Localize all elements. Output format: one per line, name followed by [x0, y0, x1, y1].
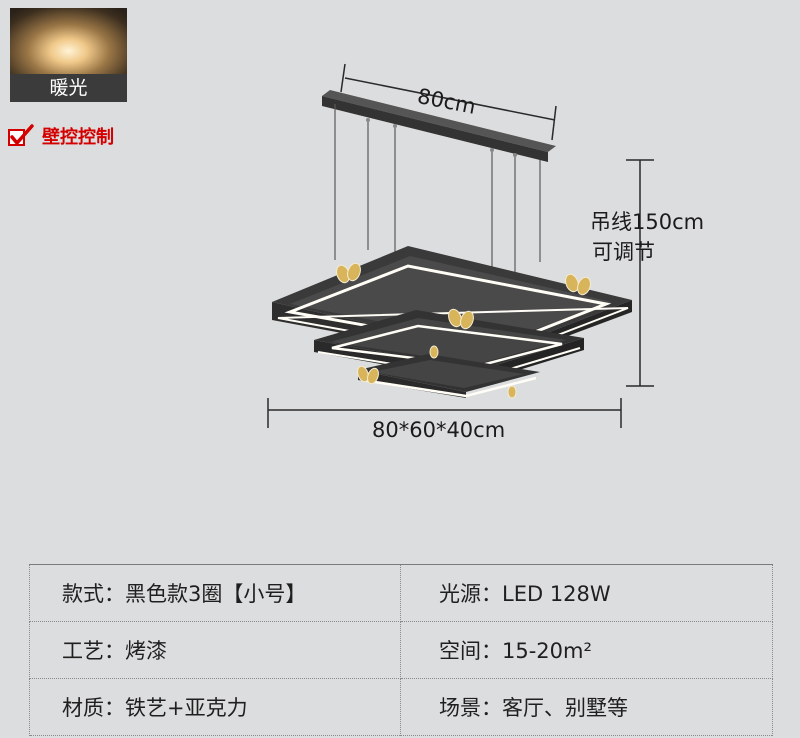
- table-row: 款式：黑色款3圈【小号】 光源：LED 128W: [29, 564, 773, 622]
- spec-light-source-cell: 光源：LED 128W: [400, 564, 773, 622]
- checkbox-check-icon: [8, 124, 34, 146]
- top-width-dimension: [340, 63, 557, 141]
- spec-value: LED 128W: [502, 582, 611, 606]
- height-dimension: [626, 159, 654, 387]
- spec-label: 光源：: [439, 582, 502, 606]
- ring-size-label: 80*60*40cm: [372, 418, 506, 442]
- spec-craft-cell: 工艺：烤漆: [29, 621, 401, 679]
- adjustable-label: 可调节: [592, 240, 655, 264]
- chandelier-illustration: [267, 63, 654, 428]
- spec-space-cell: 空间：15-20m²: [400, 621, 773, 679]
- cable-length-label: 吊线150cm: [590, 210, 705, 234]
- ring-small: [358, 354, 540, 398]
- wall-control-label: 壁控控制: [42, 127, 114, 148]
- spec-value: 客厅、别墅等: [502, 696, 628, 720]
- spec-table: 款式：黑色款3圈【小号】 光源：LED 128W 工艺：烤漆 空间：15-20m…: [29, 564, 773, 736]
- spec-label: 材质：: [62, 696, 125, 720]
- spec-value: 铁艺+亚克力: [125, 696, 248, 720]
- spec-label: 空间：: [439, 639, 502, 663]
- spec-label: 工艺：: [62, 639, 125, 663]
- spec-label: 款式：: [62, 582, 125, 606]
- spec-value: 烤漆: [125, 639, 167, 663]
- wall-control-badge: 壁控控制: [8, 124, 114, 148]
- warm-light-label: 暖光: [10, 74, 127, 102]
- spec-label: 场景：: [439, 696, 502, 720]
- table-row: 材质：铁艺+亚克力 场景：客厅、别墅等: [29, 678, 773, 736]
- ceiling-canopy: [322, 90, 556, 162]
- bottom-width-dimension: [267, 398, 622, 428]
- spec-style-cell: 款式：黑色款3圈【小号】: [29, 564, 401, 622]
- butterfly-ornaments: [336, 262, 591, 399]
- spec-material-cell: 材质：铁艺+亚克力: [29, 678, 401, 736]
- ring-medium: [314, 310, 584, 382]
- spec-scene-cell: 场景：客厅、别墅等: [400, 678, 773, 736]
- warm-light-glow: [10, 8, 127, 74]
- warm-light-swatch: 暖光: [10, 8, 127, 102]
- spec-value: 15-20m²: [502, 639, 592, 663]
- spec-value: 黑色款3圈【小号】: [125, 582, 307, 606]
- table-row: 工艺：烤漆 空间：15-20m²: [29, 621, 773, 679]
